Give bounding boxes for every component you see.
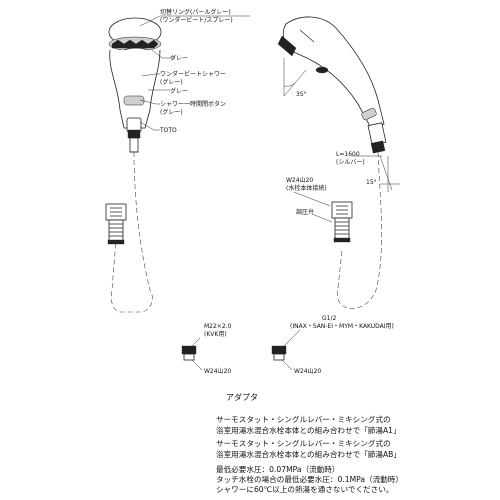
side-view: 35° 15° L=1600 (シルバー) W24山20 (水栓本体接続) 調圧… bbox=[277, 16, 400, 309]
notes-title: アダプタ bbox=[226, 392, 258, 402]
grey-label-2: グレー bbox=[170, 87, 188, 95]
wonder-beat-sublabel: (グレー) bbox=[160, 78, 183, 86]
stop-button-label: シャワー一時開閉ボタン bbox=[160, 100, 226, 108]
adapter-right: G1/2 (INAX・SAN-EI・MYM・KAKUDAI用) W24山20 bbox=[271, 315, 394, 375]
washer-label: 調圧弁 bbox=[296, 208, 314, 216]
ring-sublabel: (ワンダービート/スプレー) bbox=[160, 16, 233, 24]
wonder-beat-label: ワンダービートシャワー bbox=[160, 70, 226, 78]
ring-label: 切替リング(パールグレー) bbox=[160, 8, 231, 16]
notes: アダプタ サーモスタット・シングルレバー・ミキシング式の 浴室用湯水混合水栓本体… bbox=[216, 392, 403, 494]
side-connector bbox=[331, 201, 353, 243]
angle-35: 35° bbox=[296, 91, 307, 98]
note-line-7: シャワーに60℃以上の熱湯を通さないでください。 bbox=[216, 484, 393, 494]
brand-label: TOTO bbox=[159, 127, 177, 134]
adapter-left: M22×2.0 (KVK用) W24山20 bbox=[181, 323, 232, 375]
grey-label-1: グレー bbox=[170, 54, 188, 62]
thread-note: (水栓本体接続) bbox=[286, 184, 327, 192]
adapter-left-maker: (KVK用) bbox=[204, 331, 227, 338]
adapter-right-maker: (INAX・SAN-EI・MYM・KAKUDAI用) bbox=[290, 323, 394, 330]
note-line-6: タッチ水栓の場合の最低必要水圧：0.1MPa（流動時） bbox=[216, 474, 403, 484]
adapter-left-spec: M22×2.0 bbox=[204, 323, 232, 330]
hose-color: (シルバー) bbox=[336, 159, 365, 166]
note-line-4: 浴室用湯水混合水栓本体との組み合わせで「節湯AB」 bbox=[216, 449, 401, 459]
note-line-2: 浴室用湯水混合水栓本体との組み合わせで「節湯A1」 bbox=[216, 425, 401, 435]
thread-label: W24山20 bbox=[286, 176, 313, 184]
angle-15: 15° bbox=[366, 179, 377, 186]
stop-button bbox=[123, 95, 145, 106]
side-stop-button bbox=[361, 107, 377, 121]
adapter-right-spec: G1/2 bbox=[322, 315, 336, 322]
front-connector bbox=[105, 203, 127, 245]
handle-body bbox=[109, 49, 161, 129]
side-hose bbox=[337, 151, 382, 309]
hose-length: L=1600 bbox=[336, 151, 360, 158]
adapter-right-thread: W24山20 bbox=[294, 367, 321, 375]
front-hose bbox=[110, 151, 153, 313]
note-line-1: サーモスタット・シングルレバー・ミキシング式の bbox=[216, 414, 391, 424]
stop-button-sublabel: (グレー) bbox=[160, 108, 183, 116]
note-line-5: 最低必要水圧：0.07MPa（流動時） bbox=[216, 464, 339, 474]
adapter-left-thread: W24山20 bbox=[204, 367, 231, 375]
front-view: 切替リング(パールグレー) (ワンダービート/スプレー) グレー ワンダービート… bbox=[105, 8, 250, 313]
note-line-3: サーモスタット・シングルレバー・ミキシング式の bbox=[216, 438, 391, 448]
